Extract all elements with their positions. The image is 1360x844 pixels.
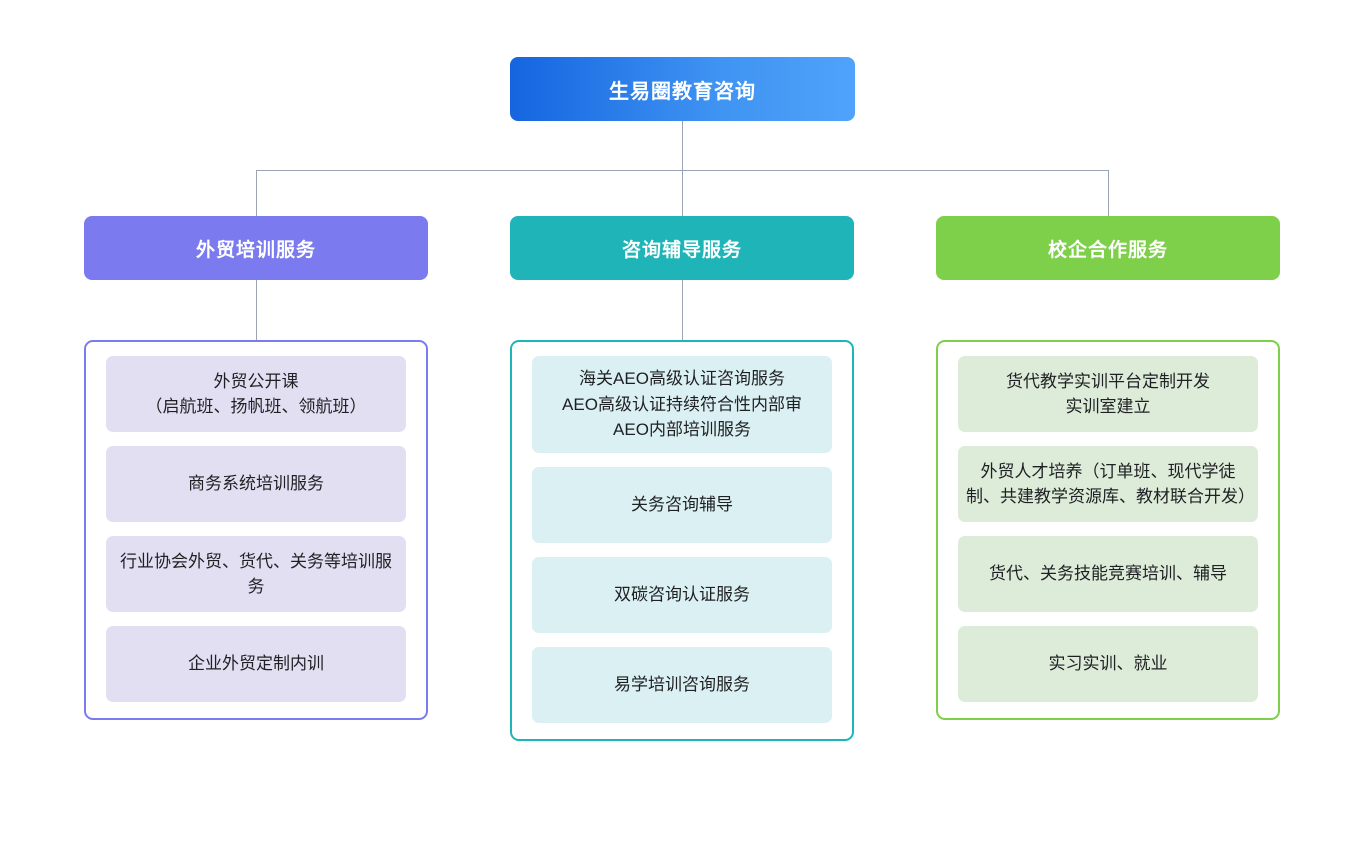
connector-header-to-body-col-1 xyxy=(682,280,683,340)
service-item[interactable]: 商务系统培训服务 xyxy=(106,446,406,522)
branch-header-label-2: 校企合作服务 xyxy=(1047,239,1168,261)
branch-column-zi-xun-fu-dao: 咨询辅导服务 海关AEO高级认证咨询服务 AEO高级认证持续符合性内部审 AEO… xyxy=(510,216,854,741)
branch-body-2: 货代教学实训平台定制开发 实训室建立 外贸人才培养（订单班、现代学徒制、共建教学… xyxy=(936,340,1280,720)
connector-bus-to-col-0 xyxy=(256,170,257,216)
service-item[interactable]: 外贸人才培养（订单班、现代学徒制、共建教学资源库、教材联合开发） xyxy=(958,446,1258,522)
connector-root-down xyxy=(682,121,683,171)
branch-column-wai-mao-pei-xun: 外贸培训服务 外贸公开课 （启航班、扬帆班、领航班） 商务系统培训服务 行业协会… xyxy=(84,216,428,720)
branch-body-1: 海关AEO高级认证咨询服务 AEO高级认证持续符合性内部审 AEO内部培训服务 … xyxy=(510,340,854,741)
branch-column-xiao-qi-he-zuo: 校企合作服务 货代教学实训平台定制开发 实训室建立 外贸人才培养（订单班、现代学… xyxy=(936,216,1280,720)
service-item[interactable]: 行业协会外贸、货代、关务等培训服务 xyxy=(106,536,406,612)
root-node-label: 生易圈教育咨询 xyxy=(609,80,756,103)
service-item[interactable]: 海关AEO高级认证咨询服务 AEO高级认证持续符合性内部审 AEO内部培训服务 xyxy=(532,356,832,453)
branch-body-0: 外贸公开课 （启航班、扬帆班、领航班） 商务系统培训服务 行业协会外贸、货代、关… xyxy=(84,340,428,720)
branch-header-2[interactable]: 校企合作服务 xyxy=(936,216,1280,280)
service-item[interactable]: 外贸公开课 （启航班、扬帆班、领航班） xyxy=(106,356,406,432)
branch-header-0[interactable]: 外贸培训服务 xyxy=(84,216,428,280)
root-node[interactable]: 生易圈教育咨询 xyxy=(510,57,855,121)
branch-header-label-0: 外贸培训服务 xyxy=(195,239,316,261)
branch-header-1[interactable]: 咨询辅导服务 xyxy=(510,216,854,280)
service-item[interactable]: 实习实训、就业 xyxy=(958,626,1258,702)
connector-bus-to-col-2 xyxy=(1108,170,1109,216)
connector-bus-to-col-1 xyxy=(682,170,683,216)
service-item[interactable]: 企业外贸定制内训 xyxy=(106,626,406,702)
service-item[interactable]: 双碳咨询认证服务 xyxy=(532,556,832,633)
service-item[interactable]: 易学培训咨询服务 xyxy=(532,646,832,723)
service-item[interactable]: 货代教学实训平台定制开发 实训室建立 xyxy=(958,356,1258,432)
connector-header-to-body-col-0 xyxy=(256,280,257,340)
service-item[interactable]: 关务咨询辅导 xyxy=(532,466,832,543)
service-item[interactable]: 货代、关务技能竞赛培训、辅导 xyxy=(958,536,1258,612)
branch-header-label-1: 咨询辅导服务 xyxy=(621,239,742,261)
